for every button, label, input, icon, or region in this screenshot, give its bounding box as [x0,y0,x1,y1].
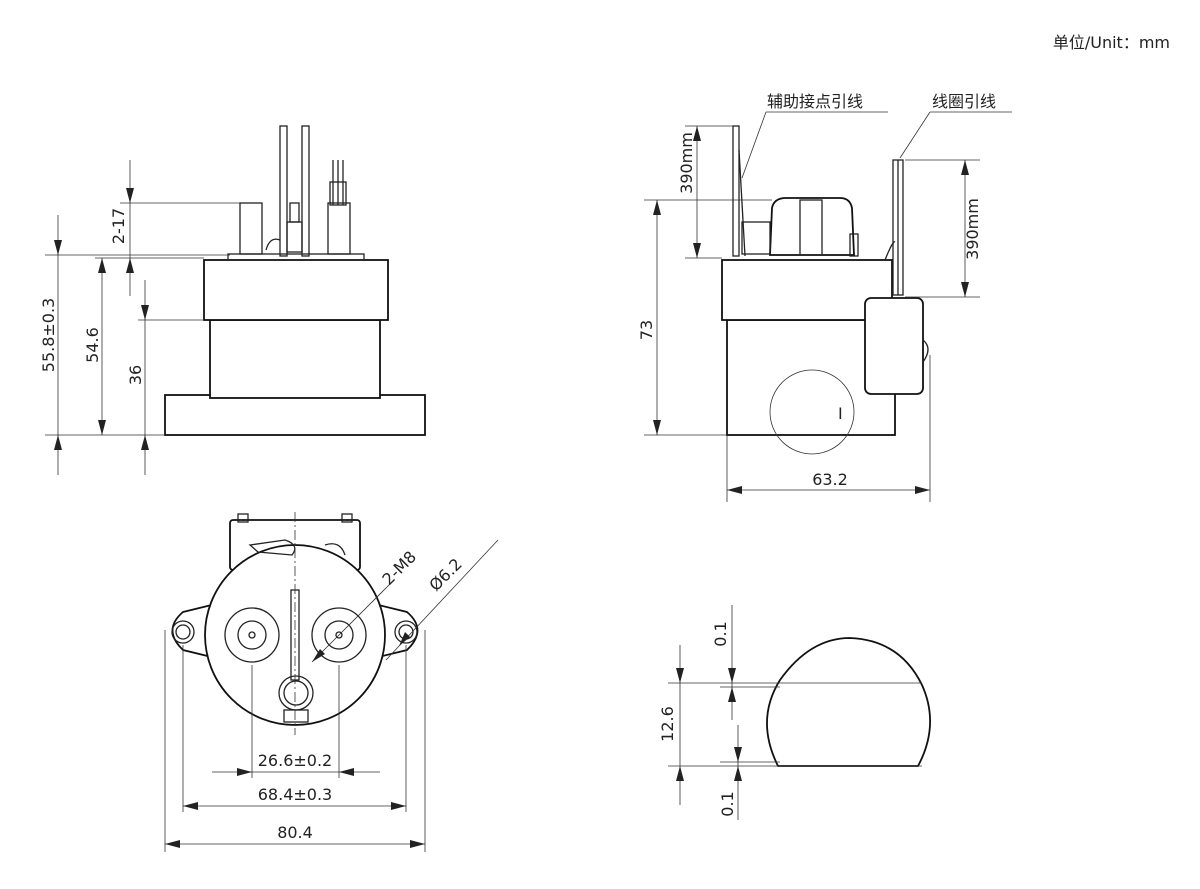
front-aux-pin-right [301,125,310,257]
dim-front-body-height: 36 [126,365,145,385]
top-view: 2-M8 Ø6.2 26.6±0.2 68.4±0.3 80.4 [164,512,499,852]
front-top-plate [227,253,365,261]
dim-side-coil-lead-length: 390mm [963,198,982,260]
top-mount-hole-right [394,620,418,644]
callout-aux-contact-lead: 辅助接点引线 [767,92,863,111]
dim-detail-top-gap: 0.1 [711,621,730,646]
side-aux-lead [732,125,740,257]
dim-front-terminal-thread: 2-17 [109,208,128,244]
dim-detail-bottom-gap: 0.1 [718,791,737,816]
front-aux-block [286,221,303,253]
front-body [209,319,381,399]
side-detail-marker: I [838,404,843,423]
side-coil-box [864,297,924,395]
dim-top-mount-pitch: 68.4±0.3 [258,785,332,804]
detail-view: 0.1 12.6 0.1 [658,605,931,820]
dim-front-overall-height: 55.8±0.3 [39,298,58,372]
top-mount-hole-left [171,620,195,644]
side-head [721,259,893,321]
detail-dome [766,637,931,767]
dim-top-thread: 2-M8 [378,547,420,589]
top-terminal-left [224,607,280,663]
front-terminal-right [327,202,351,255]
front-view: 55.8±0.3 54.6 36 2-17 [39,125,426,475]
dim-top-flange-width: 80.4 [277,823,313,842]
top-terminal-right [311,607,367,663]
dim-side-height: 73 [637,320,656,340]
front-terminal-left [239,202,263,255]
side-view: I 辅助接点引线 线圈引线 73 390mm 390mm [637,92,1012,502]
dim-top-terminal-pitch: 26.6±0.2 [258,751,332,770]
unit-label: 单位/Unit：mm [1053,33,1170,52]
front-aux-pin-left [279,125,288,257]
side-dome [769,197,855,256]
callout-coil-lead: 线圈引线 [932,92,996,111]
side-detail-circle [769,369,855,455]
dim-side-width: 63.2 [812,470,848,489]
dim-detail-height: 12.6 [658,706,677,742]
dim-front-flange-to-top: 54.6 [83,327,102,363]
dim-side-aux-lead-length: 390mm [677,132,696,194]
front-flange [164,394,426,436]
front-head [203,259,389,321]
dim-top-hole-dia: Ø6.2 [425,554,465,594]
